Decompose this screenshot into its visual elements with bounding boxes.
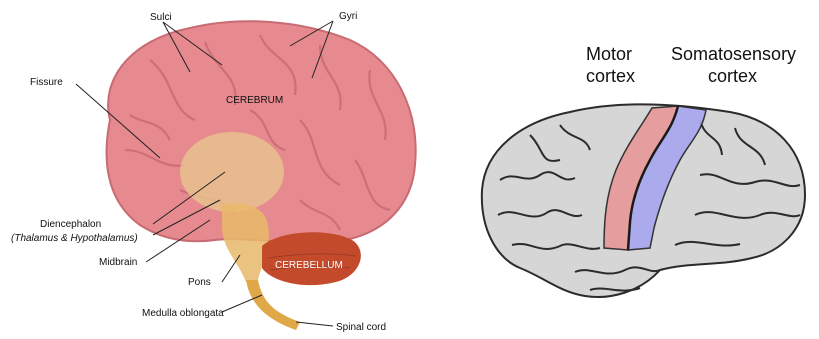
- right-brain-figure: Motor cortex Somatosensory cortex: [482, 44, 805, 297]
- label-motor-line1: Motor: [586, 44, 632, 64]
- left-brain-figure: Sulci Gyri Fissure CEREBRUM Diencephalon…: [11, 11, 416, 333]
- brainstem-shape: [222, 203, 269, 282]
- label-pons: Pons: [188, 277, 211, 288]
- cerebrum-shape: [107, 21, 416, 243]
- spinal-cord-shape: [246, 280, 300, 330]
- diencephalon-shape: [180, 132, 284, 212]
- label-diencephalon-sub: (Thalamus & Hypothalamus): [11, 233, 138, 244]
- label-cerebellum: CEREBELLUM: [275, 260, 343, 271]
- label-gyri: Gyri: [339, 11, 357, 22]
- label-somato-line1: Somatosensory: [671, 44, 796, 64]
- label-diencephalon: Diencephalon: [40, 219, 101, 230]
- label-motor-line2: cortex: [586, 66, 635, 86]
- label-somato-line2: cortex: [708, 66, 757, 86]
- cerebellum-shape: [262, 232, 361, 285]
- label-spinal-cord: Spinal cord: [336, 322, 386, 333]
- label-cerebrum: CEREBRUM: [226, 95, 283, 106]
- label-sulci: Sulci: [150, 12, 172, 23]
- label-fissure: Fissure: [30, 77, 63, 88]
- label-medulla-oblongata: Medulla oblongata: [142, 308, 224, 319]
- label-midbrain: Midbrain: [99, 257, 137, 268]
